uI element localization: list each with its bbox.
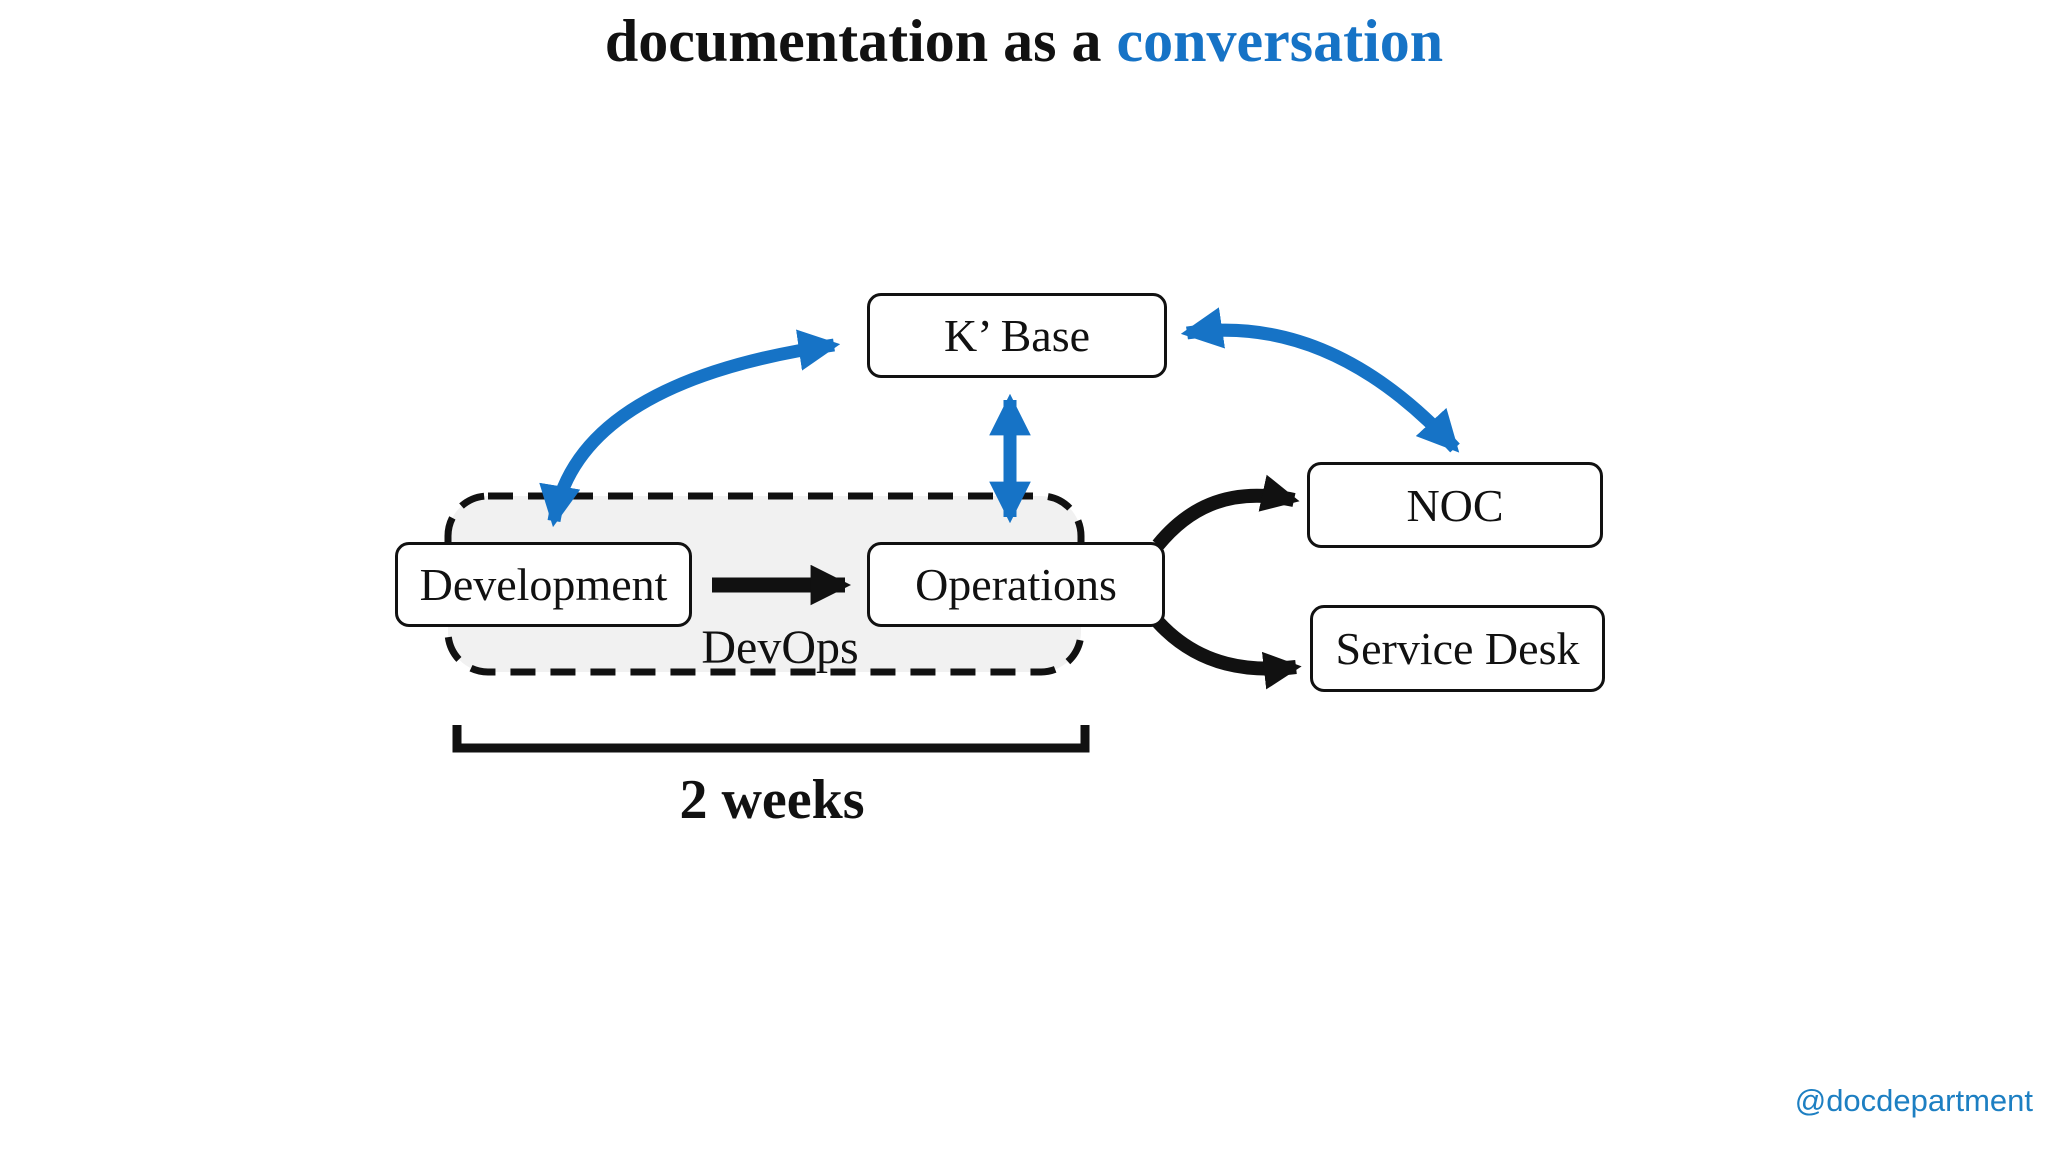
title-prefix: documentation as a bbox=[604, 8, 1117, 74]
duration-annotation: 2 weeks bbox=[679, 769, 865, 831]
two-weeks-bracket bbox=[452, 725, 1090, 753]
double-arrow-development-kbase bbox=[539, 329, 841, 528]
node-kbase: K’ Base bbox=[867, 293, 1167, 378]
node-noc: NOC bbox=[1307, 462, 1603, 548]
title-highlight: conversation bbox=[1116, 8, 1444, 74]
node-operations-label: Operations bbox=[915, 559, 1117, 610]
arrow-operations-to-service-desk bbox=[1152, 617, 1302, 690]
node-service-desk-label: Service Desk bbox=[1335, 623, 1580, 674]
arrow-operations-to-noc bbox=[1152, 474, 1300, 550]
node-operations: Operations bbox=[867, 542, 1165, 627]
node-development: Development bbox=[395, 542, 692, 627]
page-title: documentation as a conversation bbox=[0, 4, 2048, 78]
node-noc-label: NOC bbox=[1406, 479, 1504, 531]
social-handle: @docdepartment bbox=[1794, 1083, 2033, 1118]
devops-annotation: DevOps bbox=[701, 621, 859, 674]
node-development-label: Development bbox=[419, 559, 668, 610]
node-service-desk: Service Desk bbox=[1310, 605, 1605, 692]
node-kbase-label: K’ Base bbox=[943, 310, 1091, 361]
double-arrow-kbase-noc bbox=[1180, 307, 1460, 453]
